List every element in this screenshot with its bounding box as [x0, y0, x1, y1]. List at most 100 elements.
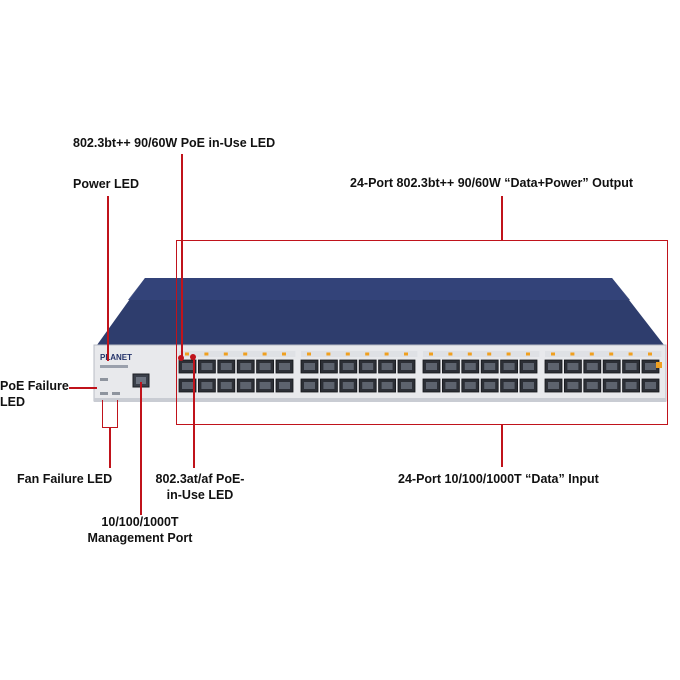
port-led: [648, 352, 652, 356]
port-led: [384, 352, 389, 356]
rj45-port-contacts: [201, 363, 213, 370]
label-at-poe-inuse-led: 802.3at/af PoE- in-Use LED: [145, 471, 255, 503]
label-mgmt-line2: Management Port: [87, 531, 193, 545]
port-led: [345, 352, 350, 356]
rj45-port-contacts: [304, 382, 315, 389]
rj45-port-contacts: [645, 382, 656, 389]
led-strip: [179, 351, 296, 357]
rj45-port-contacts: [342, 382, 354, 389]
brand-logo: PLANET: [100, 353, 132, 362]
output-ports-box: [176, 240, 668, 425]
label-power-led: Power LED: [73, 177, 139, 191]
port-led: [487, 352, 492, 356]
leader-at-led: [193, 356, 195, 468]
leader-input-ports: [501, 425, 503, 467]
rj45-port-contacts: [625, 363, 637, 370]
rj45-port-contacts: [426, 382, 437, 389]
rj45-port-contacts: [259, 363, 271, 370]
rj45-port-contacts: [362, 382, 374, 389]
port-led: [429, 352, 433, 356]
port-led: [307, 352, 311, 356]
label-at-line2: in-Use LED: [166, 488, 234, 502]
port-led: [551, 352, 555, 356]
rj45-port-contacts: [381, 382, 393, 389]
rj45-port-contacts: [503, 382, 515, 389]
rj45-port-contacts: [625, 382, 637, 389]
rj45-port-contacts: [401, 363, 412, 370]
fan-led-bracket: [102, 400, 118, 428]
rj45-port-contacts: [220, 363, 232, 370]
rj45-port-contacts: [362, 363, 374, 370]
port-led: [506, 352, 511, 356]
rj45-port-contacts: [445, 382, 457, 389]
rj45-port-contacts: [548, 382, 559, 389]
leader-at-led-dot: [190, 354, 196, 360]
rj45-port-contacts: [182, 382, 193, 389]
port-led: [262, 352, 267, 356]
leader-fan-failure: [109, 428, 111, 468]
port-led: [243, 352, 248, 356]
port-led: [326, 352, 331, 356]
port-led: [404, 352, 408, 356]
label-mgmt-line1: 10/100/1000T: [101, 515, 179, 529]
port-led: [365, 352, 370, 356]
port-led: [185, 352, 189, 356]
chassis-top-shade: [128, 278, 630, 300]
port-led: [628, 352, 633, 356]
rj45-port-contacts: [220, 382, 232, 389]
label-fan-failure-led: Fan Failure LED: [17, 472, 113, 486]
port-led: [467, 352, 472, 356]
port-led: [570, 352, 575, 356]
port-led: [223, 352, 228, 356]
management-port-inner: [136, 377, 146, 384]
front-panel-trim: [94, 398, 666, 402]
rj45-port-contacts: [606, 382, 618, 389]
rj45-port-contacts: [586, 363, 598, 370]
rj45-port-contacts: [401, 382, 412, 389]
label-poe-failure-led: PoE Failure LED: [0, 378, 69, 410]
rj45-port-contacts: [323, 363, 335, 370]
fan-failure-led: [100, 392, 108, 395]
rj45-port-contacts: [484, 382, 496, 389]
rj45-port-contacts: [484, 363, 496, 370]
rj45-port-contacts: [279, 382, 290, 389]
rj45-port-contacts: [523, 382, 534, 389]
rj45-port-contacts: [240, 363, 252, 370]
led-strip: [545, 351, 662, 357]
label-management-port: 10/100/1000T Management Port: [80, 514, 200, 546]
rj45-port-contacts: [567, 382, 579, 389]
port-array: [178, 351, 662, 393]
label-poe-failure-line2: LED: [0, 395, 25, 409]
leader-power-led: [107, 196, 109, 361]
rj45-port-contacts: [606, 363, 618, 370]
rj45-port-contacts: [240, 382, 252, 389]
port-led: [448, 352, 453, 356]
port-led: [609, 352, 614, 356]
power-indicator: [656, 362, 662, 368]
rj45-port-contacts: [523, 363, 534, 370]
rj45-port-contacts: [548, 363, 559, 370]
rj45-port-contacts: [342, 363, 354, 370]
model-strip: [100, 365, 128, 368]
fan-failure-led-2: [112, 392, 120, 395]
label-poe-failure-line1: PoE Failure: [0, 379, 69, 393]
leader-poe-failure: [69, 387, 97, 389]
rj45-port-contacts: [445, 363, 457, 370]
label-bt-poe-inuse-led: 802.3bt++ 90/60W PoE in-Use LED: [73, 136, 276, 150]
port-led: [204, 352, 209, 356]
port-led: [526, 352, 530, 356]
label-input-ports: 24-Port 10/100/1000T “Data” Input: [398, 472, 599, 486]
rj45-port-contacts: [567, 363, 579, 370]
led-strip: [301, 351, 418, 357]
rj45-port-contacts: [182, 363, 193, 370]
rj45-port-contacts: [464, 382, 476, 389]
port-led: [282, 352, 286, 356]
rj45-port-contacts: [426, 363, 437, 370]
rj45-port-contacts: [279, 363, 290, 370]
leader-output-ports: [501, 196, 503, 241]
label-output-ports: 24-Port 802.3bt++ 90/60W “Data+Power” Ou…: [350, 176, 634, 190]
rj45-port-contacts: [201, 382, 213, 389]
rj45-port-contacts: [259, 382, 271, 389]
port-led: [589, 352, 594, 356]
